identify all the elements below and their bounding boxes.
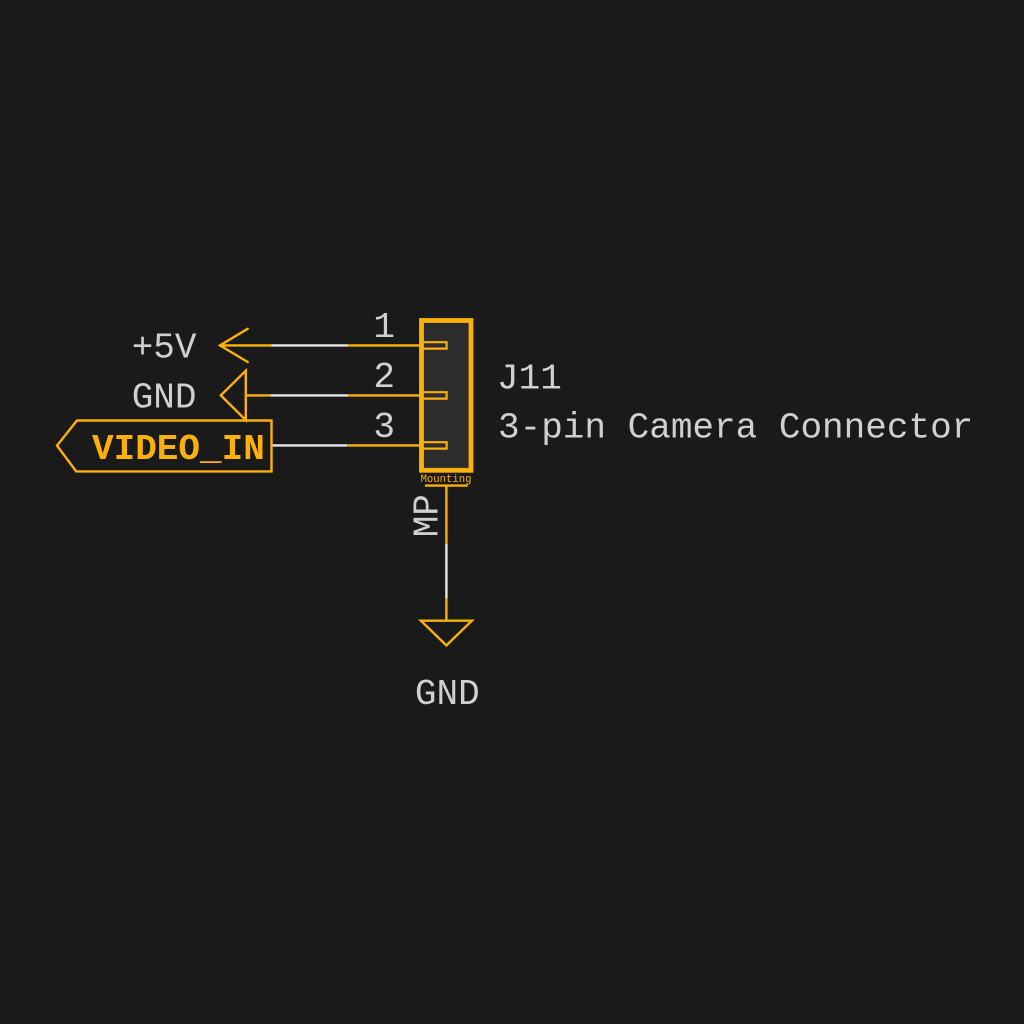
svg-text:3: 3 — [373, 407, 395, 448]
svg-text:VIDEO_IN: VIDEO_IN — [92, 429, 265, 470]
svg-text:MP: MP — [407, 494, 448, 537]
svg-text:GND: GND — [415, 674, 480, 715]
svg-text:1: 1 — [373, 307, 395, 348]
svg-text:Mounting: Mounting — [421, 474, 472, 486]
svg-text:2: 2 — [373, 357, 395, 398]
svg-text:J11: J11 — [497, 359, 562, 400]
svg-text:3-pin Camera Connector: 3-pin Camera Connector — [498, 408, 973, 449]
svg-text:GND: GND — [132, 377, 197, 418]
svg-text:+5V: +5V — [132, 327, 197, 368]
